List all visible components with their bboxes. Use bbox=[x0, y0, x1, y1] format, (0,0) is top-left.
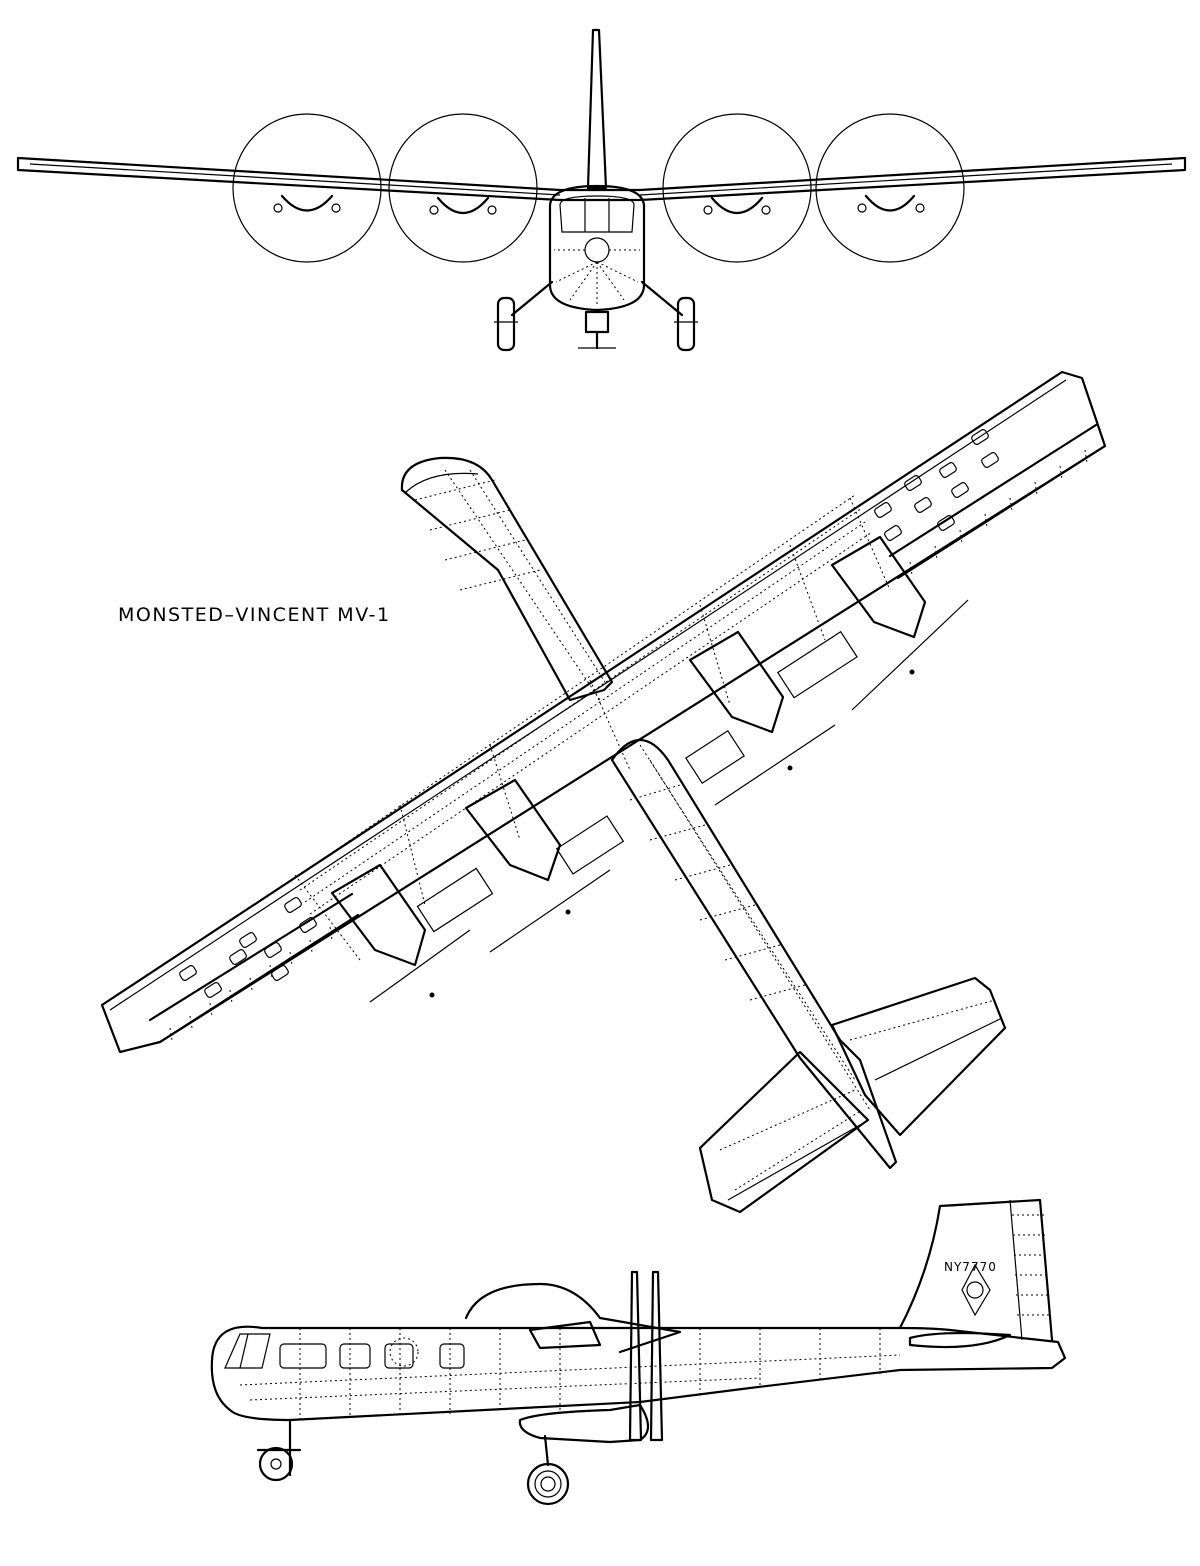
aircraft-title: MONSTED–VINCENT MV-1 bbox=[118, 604, 391, 626]
registration-marking: NY7770 bbox=[944, 1260, 997, 1274]
front-view bbox=[16, 28, 1187, 352]
plan-view bbox=[100, 370, 1107, 1214]
side-view bbox=[210, 1198, 1067, 1506]
